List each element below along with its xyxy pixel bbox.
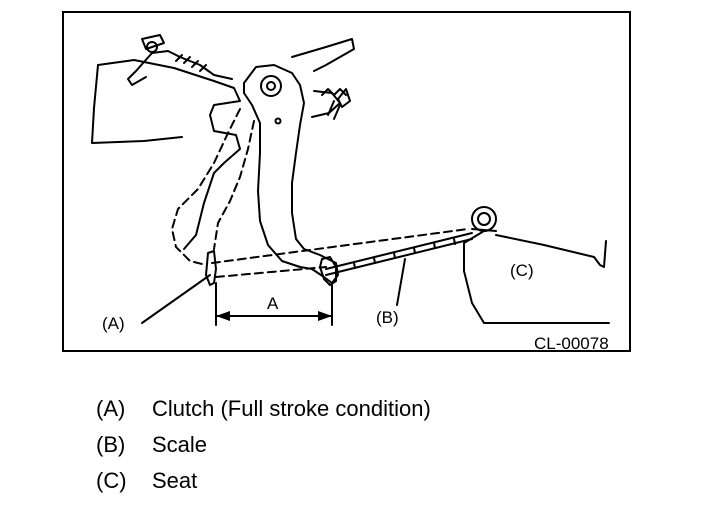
label-b: (B) [376,308,399,327]
dimension-arrow-left [216,311,230,321]
seat-cushion [463,230,610,324]
bracket-lower-edge [91,136,183,144]
rod-boot [175,54,207,72]
pedal-diagram [91,34,610,326]
figure-frame: (A) A (B) (C) CL-00078 [62,11,631,352]
pedal-ghost-outline [171,108,241,266]
label-a: (A) [102,314,125,333]
scale-dashed [211,228,469,278]
scale-ticks [353,238,456,269]
pedal-arm [243,64,339,284]
leader-a [141,274,211,324]
legend-text: Clutch (Full stroke condition) [152,396,431,421]
legend-key: (C) [96,468,127,493]
master-cylinder-rod [135,50,233,80]
seat-outline [495,234,607,268]
scale-head [471,206,497,232]
return-spring [321,88,347,96]
leader-b [396,258,406,306]
bracket-arm [291,38,355,72]
dimension-arrow-right [318,311,332,321]
scale-bar [325,232,473,276]
legend-key: (B) [96,432,126,457]
label-dimension-a: A [267,294,279,313]
legend-key: (A) [96,396,126,421]
figure-code: CL-00078 [534,334,609,352]
legend-text: Seat [152,468,198,493]
ghost-pedal-pad [205,250,217,286]
bracket-front-edge [91,64,99,144]
pedal-pad [319,256,337,286]
pedal-bracket [97,59,241,250]
label-c: (C) [510,261,534,280]
legend-text: Scale [152,432,208,457]
pedal-pivot [260,75,282,97]
